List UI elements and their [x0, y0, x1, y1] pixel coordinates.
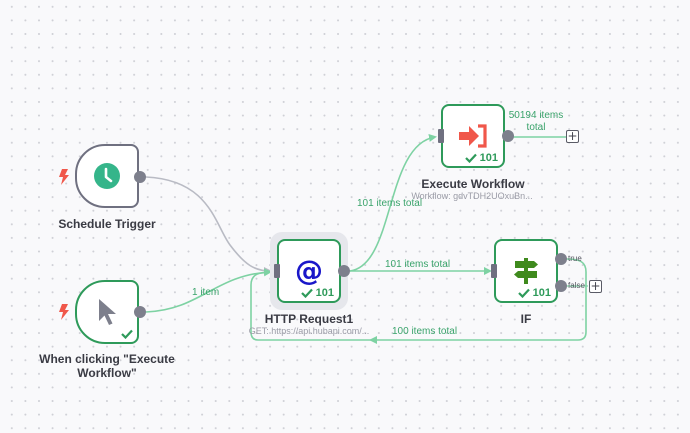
success-check-icon	[464, 153, 477, 163]
execute-workflow-subtitle: Workflow: gdvTDH2UOxuBn...	[411, 191, 533, 201]
manual-trigger-title: When clicking "Execute Workflow"	[39, 352, 175, 380]
success-check-icon	[121, 329, 133, 339]
add-node-after-if-false-button[interactable]: +	[589, 279, 602, 293]
if-false-label: false	[568, 281, 585, 290]
signpost-icon	[514, 258, 538, 284]
execute-workflow-node[interactable]: 101	[441, 104, 505, 168]
edge-label-http-to-exec: 101 items total	[357, 198, 423, 209]
schedule-trigger-title: Schedule Trigger	[58, 217, 156, 231]
http-input-handle[interactable]	[274, 264, 280, 278]
add-node-after-exec-button[interactable]: +	[566, 129, 579, 143]
manual-trigger-node[interactable]	[75, 280, 139, 344]
edge-label-exec-output: 50194 items total	[508, 110, 564, 133]
edge-label-if-true-loop: 100 items total	[392, 326, 458, 337]
if-true-label: true	[568, 254, 582, 263]
http-item-count: 101	[315, 287, 334, 299]
edge-http-to-exec[interactable]	[349, 134, 437, 272]
edge-if-true-loop[interactable]	[250, 258, 587, 341]
if-node[interactable]: 101	[494, 239, 558, 303]
edge-schedule-to-http[interactable]	[145, 176, 272, 275]
cursor-icon	[99, 299, 116, 325]
schedule-trigger-node[interactable]	[75, 144, 139, 208]
if-status: 101	[517, 287, 551, 299]
http-status: 101	[300, 287, 334, 299]
if-input-handle[interactable]	[491, 264, 497, 278]
execute-workflow-icon	[459, 124, 487, 148]
http-request-title: HTTP Request1	[264, 312, 354, 326]
edge-label-manual-to-http: 1 item	[192, 287, 220, 298]
http-output-handle[interactable]	[338, 265, 350, 277]
manual-output-handle[interactable]	[134, 306, 146, 318]
loop-arrowhead	[369, 336, 377, 344]
http-request-node[interactable]: @ 101	[277, 239, 341, 303]
svg-text:@: @	[295, 256, 323, 286]
lightning-icon	[59, 169, 69, 185]
exec-output-handle[interactable]	[502, 130, 514, 142]
clock-icon	[94, 163, 120, 189]
exec-item-count: 101	[479, 152, 498, 164]
if-title: IF	[520, 312, 532, 326]
success-check-icon	[517, 288, 530, 298]
if-false-output-handle[interactable]	[555, 280, 567, 292]
success-check-icon	[300, 288, 313, 298]
schedule-output-handle[interactable]	[134, 171, 146, 183]
exec-input-handle[interactable]	[438, 129, 444, 143]
edge-manual-to-http[interactable]	[145, 268, 272, 313]
http-request-subtitle: GET: https://api.hubapi.com/...	[248, 326, 370, 336]
if-item-count: 101	[532, 287, 551, 299]
edge-label-http-to-if: 101 items total	[385, 259, 451, 270]
exec-status: 101	[464, 152, 498, 164]
at-sign-icon: @	[295, 256, 323, 286]
lightning-icon	[59, 304, 69, 320]
execute-workflow-title: Execute Workflow	[421, 177, 525, 191]
if-true-output-handle[interactable]	[555, 253, 567, 265]
